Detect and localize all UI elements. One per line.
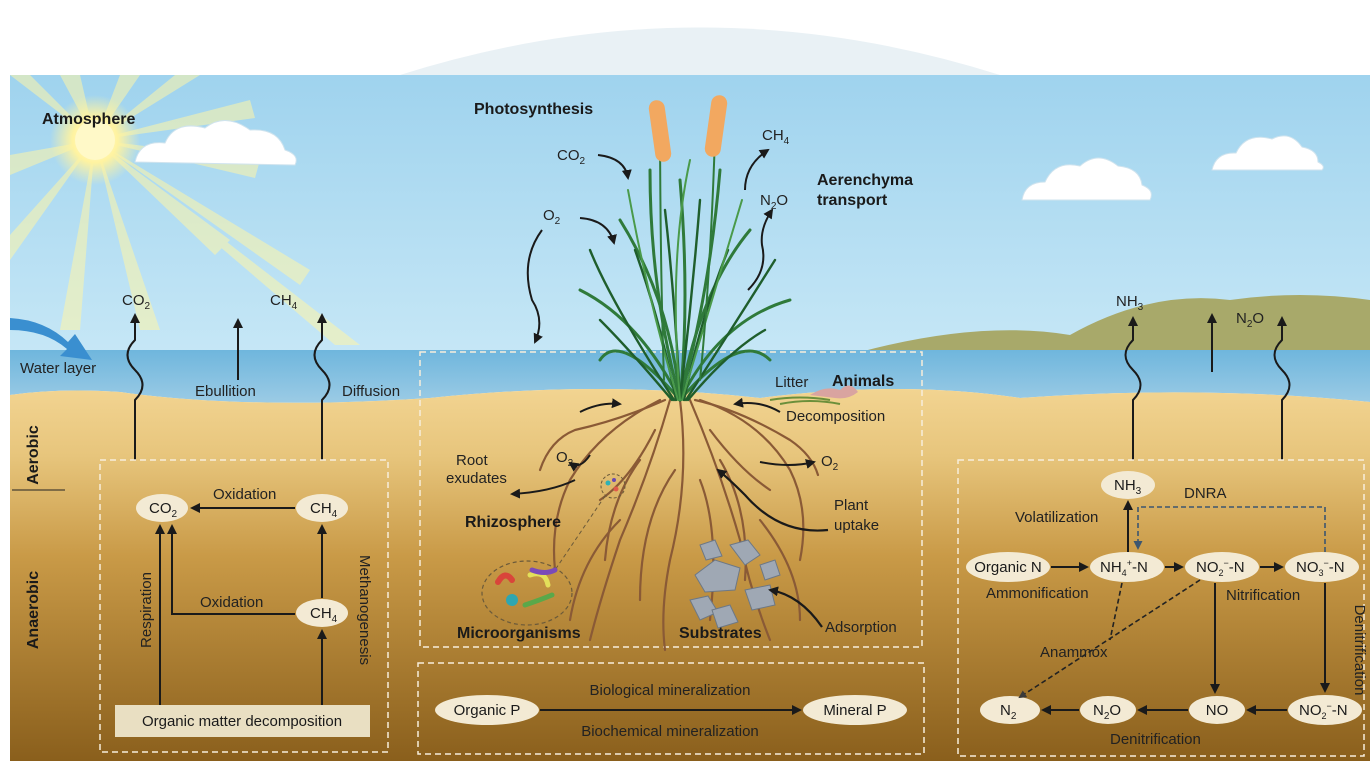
volatilization-label: Volatilization [1015,509,1098,526]
svg-text:Organic N: Organic N [974,559,1042,576]
root-exudates-label-1: Root [456,452,489,469]
rhizosphere-label: Rhizosphere [465,514,561,531]
svg-text:Organic P: Organic P [454,702,521,719]
svg-text:Mineral P: Mineral P [823,702,886,719]
ammonification-label: Ammonification [986,585,1089,602]
adsorption-label: Adsorption [825,619,897,636]
biological-mineralization-label: Biological mineralization [590,682,751,699]
denitrification-side-label: Denitrification [1351,605,1368,696]
photosynthesis-label: Photosynthesis [474,101,593,118]
oxidation-label-mid: Oxidation [200,594,263,611]
aerobic-label: Aerobic [25,425,42,485]
transport-label: transport [817,192,888,209]
sky-arch [400,28,1000,76]
denitrification-bottom-label: Denitrification [1110,731,1201,748]
decomposition-label: Decomposition [786,408,885,425]
plant-uptake-label-2: uptake [834,517,879,534]
respiration-label: Respiration [138,572,155,648]
litter-label: Litter [775,374,808,391]
dnra-label: DNRA [1184,485,1227,502]
organic-matter-label: Organic matter decomposition [142,713,342,730]
biochemical-mineralization-label: Biochemical mineralization [581,723,759,740]
methanogenesis-label: Methanogenesis [356,555,373,665]
animals-label: Animals [832,373,894,390]
root-exudates-label-2: exudates [446,470,507,487]
anaerobic-label: Anaerobic [25,571,42,649]
nitrification-label: Nitrification [1226,587,1300,604]
svg-text:NO: NO [1206,702,1229,719]
oxidation-label-top: Oxidation [213,486,276,503]
atmosphere-label: Atmosphere [42,111,135,128]
water-layer-label: Water layer [20,360,96,377]
microorganisms-label: Microorganisms [457,625,581,642]
aerenchyma-label: Aerenchyma [817,172,913,189]
diffusion-label: Diffusion [342,383,400,400]
plant-uptake-label-1: Plant [834,497,869,514]
substrates-label: Substrates [679,625,762,642]
ebullition-label: Ebullition [195,383,256,400]
